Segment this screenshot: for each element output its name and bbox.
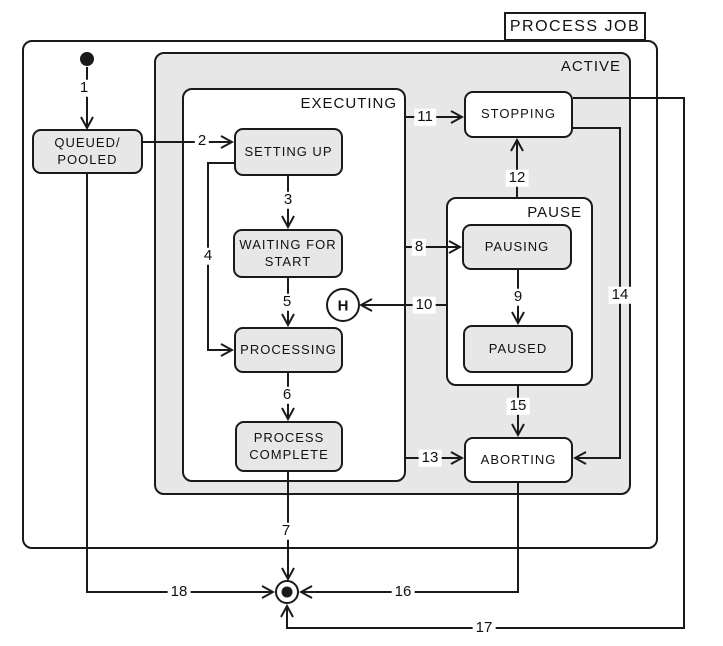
state-aborting: ABORTING bbox=[464, 437, 573, 483]
final-state-icon bbox=[275, 580, 299, 604]
transition-2-label: 2 bbox=[194, 132, 210, 150]
transition-11-label: 11 bbox=[414, 108, 436, 126]
transition-13-label: 13 bbox=[418, 449, 442, 467]
transition-14-label: 14 bbox=[608, 286, 632, 304]
transition-18-label: 18 bbox=[167, 583, 191, 601]
transition-18-arrow bbox=[86, 174, 272, 592]
state-process-complete: PROCESS COMPLETE bbox=[235, 421, 343, 472]
transition-4-label: 4 bbox=[200, 247, 216, 265]
history-state-icon: H bbox=[326, 288, 360, 322]
frame-title: PROCESS JOB bbox=[509, 17, 641, 35]
state-stopping: STOPPING bbox=[464, 91, 573, 138]
state-pausing: PAUSING bbox=[462, 224, 572, 270]
state-waiting-for-start: WAITING FOR START bbox=[233, 229, 343, 278]
transition-15-label: 15 bbox=[506, 397, 530, 415]
initial-state-icon bbox=[80, 52, 94, 66]
region-executing-label: EXECUTING bbox=[300, 95, 397, 112]
history-state-label: H bbox=[338, 298, 349, 315]
region-active-label: ACTIVE bbox=[560, 58, 621, 75]
transition-17-label: 17 bbox=[472, 619, 496, 637]
transition-9-label: 9 bbox=[510, 288, 526, 306]
transition-10-label: 10 bbox=[412, 296, 436, 314]
transition-5-label: 5 bbox=[279, 293, 295, 311]
transition-17-arrow bbox=[287, 97, 685, 629]
transition-8-label: 8 bbox=[411, 238, 427, 256]
state-processing: PROCESSING bbox=[234, 327, 343, 373]
region-pause-label: PAUSE bbox=[527, 204, 582, 221]
transition-6-label: 6 bbox=[279, 386, 295, 404]
transition-1-label: 1 bbox=[76, 79, 92, 97]
state-queued-pooled: QUEUED/ POOLED bbox=[32, 129, 143, 174]
transition-12-label: 12 bbox=[505, 169, 529, 187]
transition-3-label: 3 bbox=[280, 191, 296, 209]
frame-title-tab: PROCESS JOB bbox=[504, 12, 646, 41]
state-paused: PAUSED bbox=[463, 325, 573, 373]
transition-16-arrow bbox=[302, 483, 519, 592]
transition-7-label: 7 bbox=[278, 522, 294, 540]
transition-16-label: 16 bbox=[391, 583, 415, 601]
state-setting-up: SETTING UP bbox=[234, 128, 343, 176]
